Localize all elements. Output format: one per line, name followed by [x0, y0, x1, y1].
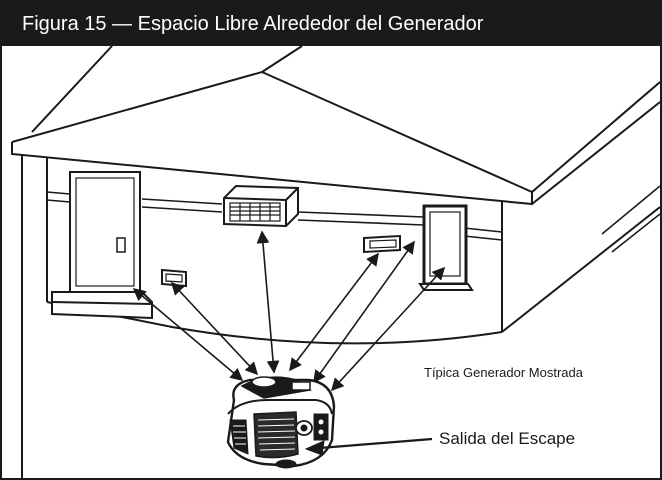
typical-generator-label: Típica Generador Mostrada	[424, 365, 583, 380]
roof	[11, 45, 660, 206]
vent-left	[161, 268, 187, 288]
generator	[226, 376, 336, 469]
figure-title: Figura 15 — Espacio Libre Alrededor del …	[2, 2, 660, 46]
vent-right	[363, 234, 401, 254]
clearance-arrows	[132, 230, 446, 392]
exhaust-outlet-label: Salida del Escape	[439, 429, 576, 448]
window	[418, 204, 474, 291]
wall-siding-lines	[46, 185, 660, 253]
exhaust-arrow	[304, 437, 433, 456]
air-conditioner	[223, 184, 299, 228]
